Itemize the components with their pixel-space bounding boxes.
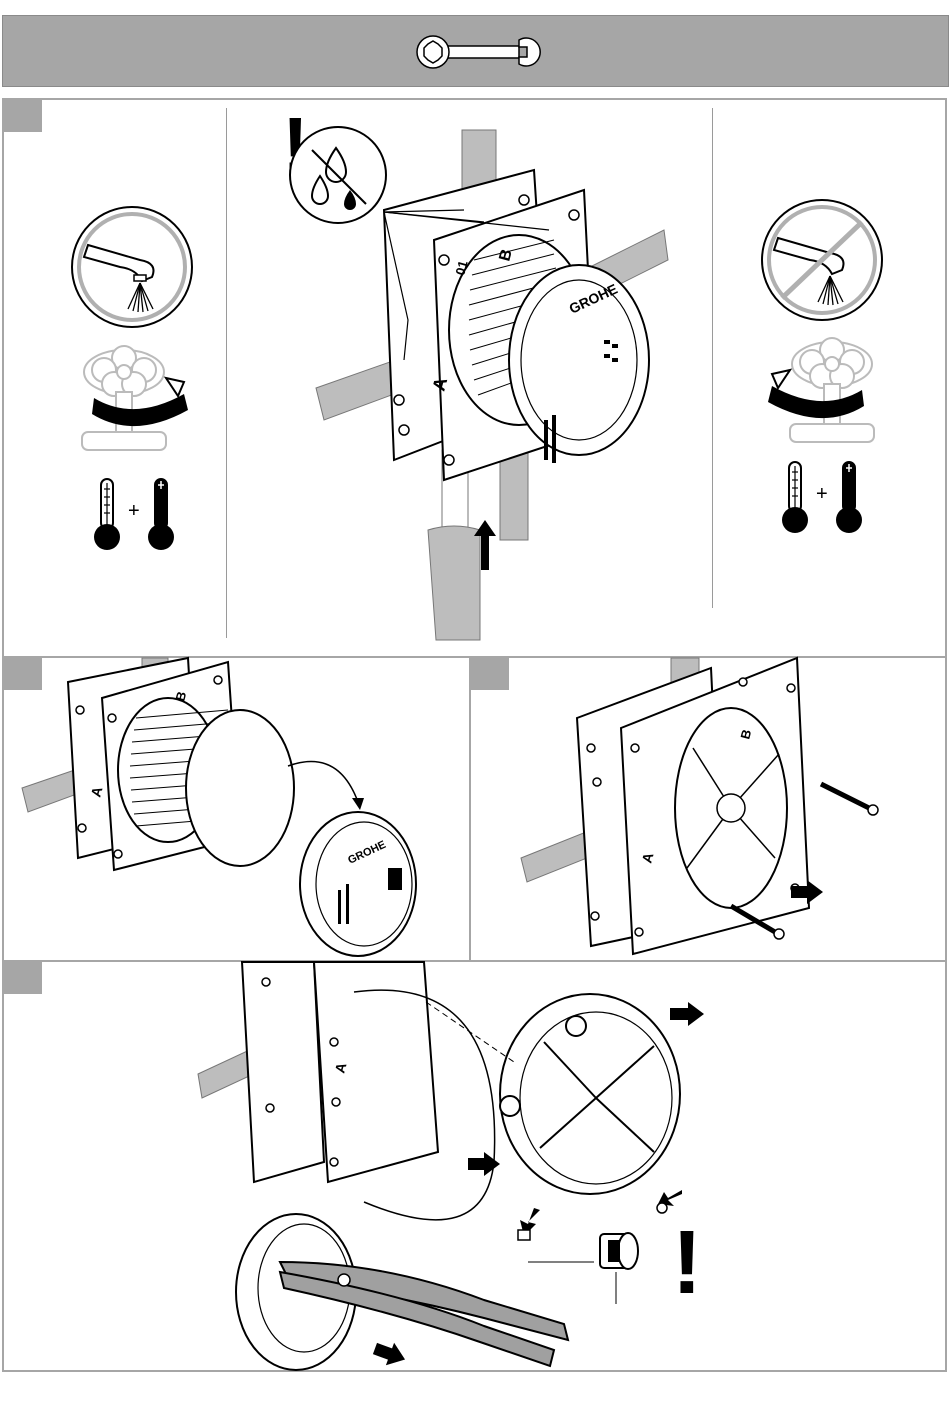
filter-insert-icon bbox=[600, 1233, 638, 1269]
installation-body-step3: A B bbox=[511, 658, 931, 958]
thermometer-cold-icon-right bbox=[780, 460, 810, 536]
faucet-running-icon bbox=[70, 205, 194, 329]
screw-icon bbox=[821, 784, 878, 815]
step-1-tab bbox=[4, 100, 42, 132]
divider-right bbox=[712, 108, 713, 608]
faucet-off-icon bbox=[760, 198, 884, 322]
thermometer-cold-icon bbox=[92, 477, 122, 553]
valve-open-icon bbox=[760, 340, 880, 452]
divider-left bbox=[226, 108, 227, 638]
step-1-panel: + ! bbox=[2, 98, 947, 658]
plus-sign-left: + bbox=[128, 500, 140, 523]
step-3-panel: A B bbox=[469, 656, 947, 962]
direction-arrow-icon bbox=[474, 520, 496, 570]
valve-close-icon bbox=[76, 348, 194, 458]
step-2-panel: A B GROHE bbox=[2, 656, 471, 962]
installation-body-step2: A B GROHE bbox=[18, 658, 458, 958]
plus-sign-right: + bbox=[816, 483, 828, 506]
step-4-panel: A bbox=[2, 960, 947, 1372]
thermometer-hot-icon bbox=[146, 477, 176, 553]
step-3-tab bbox=[471, 658, 509, 690]
installation-body-step4: A bbox=[184, 962, 744, 1372]
warning-mark-bottom: ! bbox=[672, 1218, 702, 1308]
step-4-tab bbox=[4, 962, 42, 994]
header-band bbox=[2, 15, 949, 87]
installation-body-step1: GROHE A B 01 bbox=[304, 130, 684, 650]
thermometer-hot-icon-right bbox=[834, 460, 864, 536]
wrench-icon bbox=[413, 34, 543, 70]
